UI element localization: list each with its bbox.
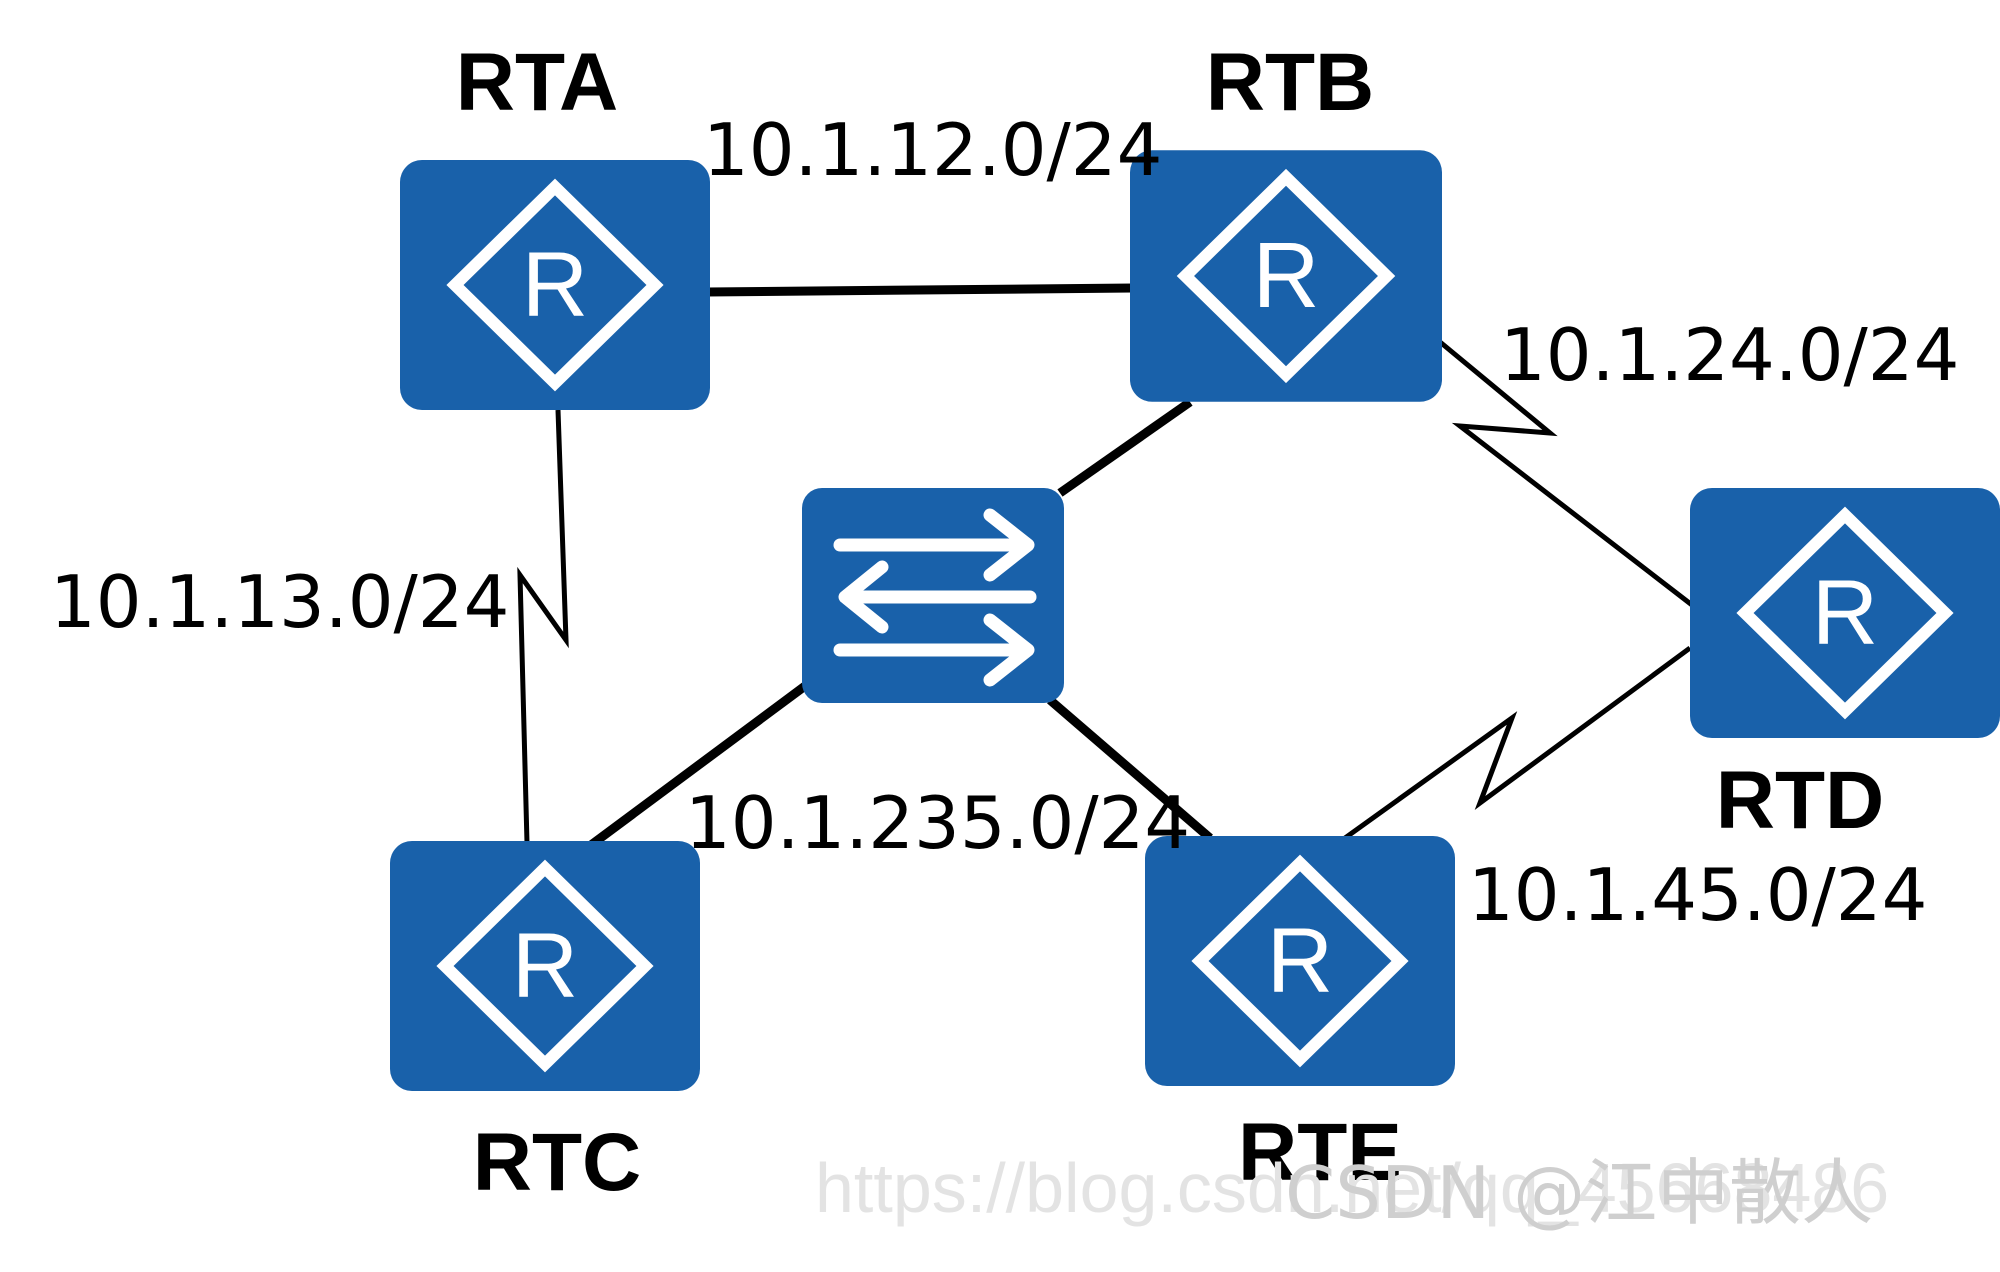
router-icon xyxy=(400,160,710,410)
router-rte[interactable] xyxy=(1145,836,1455,1086)
router-rtc[interactable] xyxy=(390,841,700,1091)
link-rte-rtd[interactable] xyxy=(1343,645,1692,841)
router-rtc-name: RTC xyxy=(473,1117,642,1208)
subnet-label-rta-rtb: 10.1.12.0/24 xyxy=(703,108,1162,192)
links-layer xyxy=(517,283,1694,852)
switch[interactable] xyxy=(802,488,1064,703)
router-rta[interactable] xyxy=(400,160,710,410)
router-rtd[interactable] xyxy=(1690,488,2000,738)
subnet-label-rtb-rtd: 10.1.24.0/24 xyxy=(1500,313,1959,397)
link-switch-rte[interactable] xyxy=(1047,696,1213,842)
link-rta-rtb[interactable] xyxy=(706,283,1134,297)
link-switch-rtb[interactable] xyxy=(1057,398,1193,497)
link-rta-rtc[interactable] xyxy=(517,409,569,844)
router-icon xyxy=(1690,488,2000,738)
router-rtb-name: RTB xyxy=(1206,37,1375,128)
router-rta-name: RTA xyxy=(456,37,618,128)
router-icon xyxy=(1145,836,1455,1086)
subnet-label-switch-segment: 10.1.235.0/24 xyxy=(685,781,1190,865)
router-icon xyxy=(1130,150,1442,402)
link-switch-rtc[interactable] xyxy=(584,682,808,852)
link-rtb-rtd[interactable] xyxy=(1438,340,1694,607)
watermark-url: https://blog.csdn.net/qq_45668486 xyxy=(815,1149,1889,1227)
router-rtd-name: RTD xyxy=(1716,755,1885,846)
subnet-label-rta-rtc: 10.1.13.0/24 xyxy=(50,560,509,644)
router-rte-name: RTE xyxy=(1238,1107,1402,1198)
router-rtb[interactable] xyxy=(1130,150,1442,402)
subnet-label-rte-rtd: 10.1.45.0/24 xyxy=(1468,853,1927,937)
watermark-brand: CSDN @江中散人 xyxy=(1285,1151,1873,1235)
switch-arrows-icon xyxy=(833,508,1037,687)
router-icon xyxy=(390,841,700,1091)
